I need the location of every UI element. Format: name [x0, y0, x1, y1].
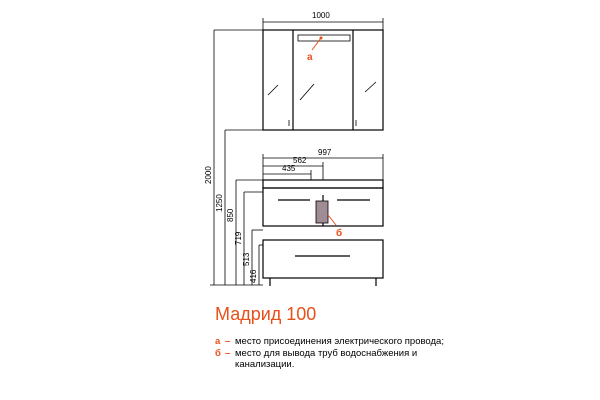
dimension-label: 416: [249, 269, 258, 283]
dimension-label: 562: [293, 156, 307, 165]
dimension-top-width: 1000: [262, 11, 384, 30]
light-fixture: [297, 34, 351, 42]
product-title: Мадрид 100: [215, 304, 317, 324]
lower-drawer: [262, 239, 384, 279]
mirror-cabinet: [262, 29, 384, 131]
dimension-label: 513: [242, 252, 251, 266]
lower-cabinet: [262, 239, 384, 286]
legend-item-a: а – место присоединения электрического п…: [215, 336, 455, 347]
legend-text: место присоединения электрического прово…: [235, 336, 444, 347]
legend-key: б: [215, 348, 221, 359]
legend-key: а: [215, 336, 221, 347]
legend: а – место присоединения электрического п…: [215, 336, 455, 371]
height-dimensions: 2000 1250 850 719 513 416: [204, 29, 263, 286]
mirror-reflection: [299, 83, 315, 101]
dimension-562: 562: [263, 156, 324, 180]
dimension-label: 850: [226, 208, 235, 222]
dimension-label: 997: [318, 148, 332, 157]
legend-dash: –: [225, 336, 231, 347]
marker-a-label: а: [307, 52, 313, 63]
legend-text: место для вывода труб водоснабжения и ка…: [235, 348, 418, 370]
mirror-cabinet-outline: [262, 29, 384, 131]
dimension-label: 719: [234, 231, 243, 245]
marker-b: б: [327, 214, 342, 239]
mirror-reflection: [364, 81, 377, 93]
dimension-label: 435: [282, 164, 296, 173]
dimension-vanity-width: 997: [262, 148, 384, 180]
pipe-zone: [315, 200, 329, 224]
countertop: [262, 179, 384, 189]
marker-a: а: [307, 36, 323, 63]
dimension-label: 1000: [312, 11, 330, 20]
vanity-unit: [262, 179, 384, 227]
mirror-reflection: [267, 84, 279, 96]
legend-item-b: б – место для вывода труб водоснабжения …: [215, 348, 455, 370]
dimension-435: 435: [263, 164, 312, 180]
marker-b-label: б: [336, 227, 342, 239]
legend-dash: –: [225, 348, 231, 359]
dimension-label: 1250: [215, 194, 224, 212]
dimension-label: 2000: [204, 166, 213, 184]
